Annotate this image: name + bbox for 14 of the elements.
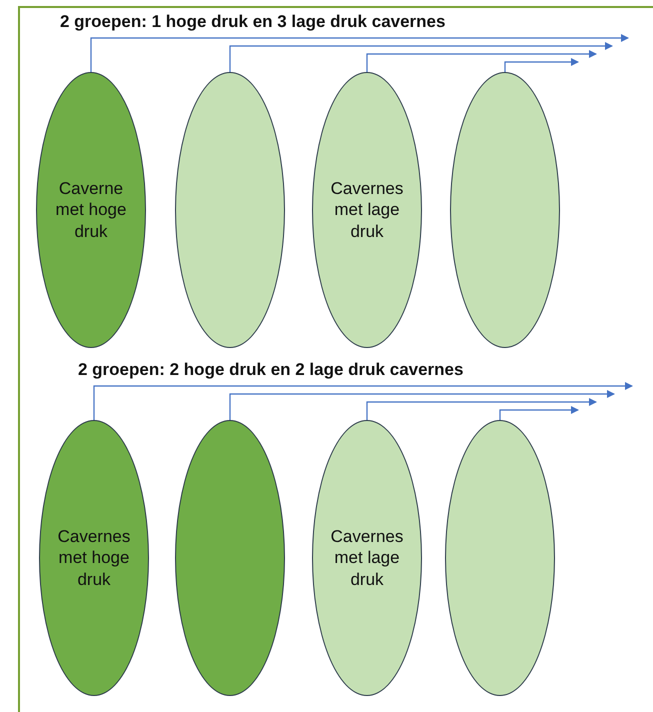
arrow bbox=[499, 406, 579, 420]
cavern-label: Cavernes met hoge druk bbox=[56, 526, 132, 590]
arrow bbox=[93, 382, 633, 420]
cavern-label: Cavernes met lage druk bbox=[330, 178, 404, 242]
group-heading: 2 groepen: 1 hoge druk en 3 lage druk cavernes bbox=[60, 12, 446, 32]
arrow bbox=[366, 50, 597, 72]
arrow bbox=[90, 34, 629, 72]
arrow bbox=[504, 58, 579, 72]
arrow bbox=[229, 42, 613, 72]
group-heading: 2 groepen: 2 hoge druk en 2 lage druk cavernes bbox=[78, 360, 464, 380]
arrow bbox=[229, 390, 615, 420]
cavern-label: Cavernes met lage druk bbox=[330, 526, 404, 590]
arrow bbox=[366, 398, 597, 420]
cavern-label: Caverne met hoge druk bbox=[54, 178, 128, 242]
